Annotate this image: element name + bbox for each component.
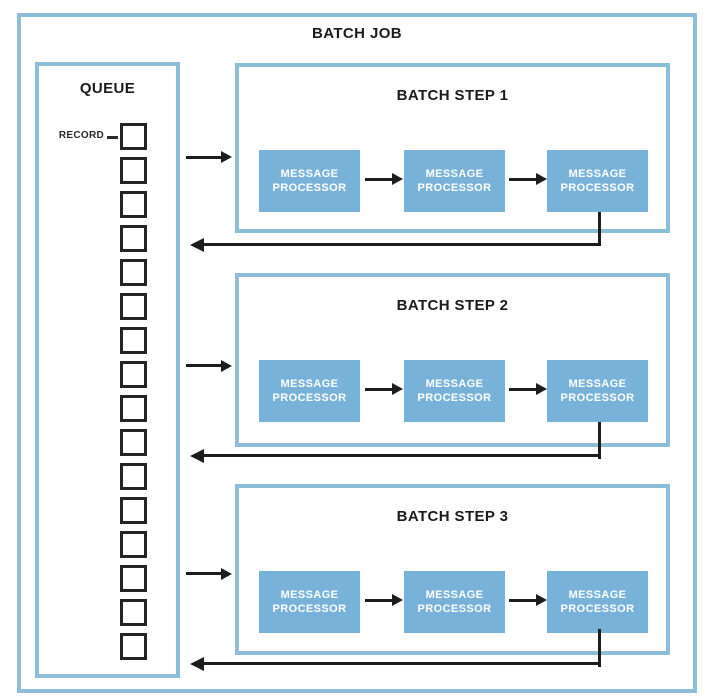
- queue-record: [120, 225, 147, 252]
- processor-arrow-head-icon: [392, 594, 403, 606]
- processor-arrow-line: [365, 178, 392, 181]
- queue-to-step1-arrow-head-icon: [221, 151, 232, 163]
- queue-record: [120, 463, 147, 490]
- message-processor: MESSAGE PROCESSOR: [404, 360, 505, 422]
- batch-step-1-title: BATCH STEP 1: [396, 87, 509, 104]
- processor-arrow-line: [509, 388, 536, 391]
- step2-return-arrow-head-icon: [190, 449, 204, 463]
- queue-record: [120, 497, 147, 524]
- step3-return-arrow-head-icon: [190, 657, 204, 671]
- batch-step-1-box: BATCH STEP 1 MESSAGE PROCESSOR MESSAGE P…: [235, 63, 670, 233]
- step3-return-line-vertical: [598, 629, 601, 667]
- message-processor: MESSAGE PROCESSOR: [259, 360, 360, 422]
- queue-record: [120, 429, 147, 456]
- queue-to-step2-arrow-head-icon: [221, 360, 232, 372]
- queue-record: [120, 157, 147, 184]
- processor-arrow-line: [509, 178, 536, 181]
- message-processor: MESSAGE PROCESSOR: [547, 360, 648, 422]
- batch-step-3-box: BATCH STEP 3 MESSAGE PROCESSOR MESSAGE P…: [235, 484, 670, 655]
- processor-arrow-line: [365, 599, 392, 602]
- queue-to-step2-arrow-line: [186, 364, 221, 367]
- queue-record: [120, 395, 147, 422]
- message-processor: MESSAGE PROCESSOR: [259, 571, 360, 633]
- step1-return-line-horizontal: [204, 243, 601, 246]
- queue-record: [120, 633, 147, 660]
- queue-to-step1-arrow-line: [186, 156, 221, 159]
- step2-return-line-horizontal: [204, 454, 601, 457]
- message-processor: MESSAGE PROCESSOR: [547, 571, 648, 633]
- queue-record: [120, 191, 147, 218]
- record-callout-line: [107, 136, 118, 139]
- step2-return-line-vertical: [598, 422, 601, 459]
- processor-arrow-head-icon: [392, 383, 403, 395]
- processor-arrow-line: [365, 388, 392, 391]
- processor-arrow-head-icon: [536, 594, 547, 606]
- message-processor: MESSAGE PROCESSOR: [547, 150, 648, 212]
- message-processor: MESSAGE PROCESSOR: [404, 571, 505, 633]
- step3-return-line-horizontal: [204, 662, 601, 665]
- queue-to-step3-arrow-head-icon: [221, 568, 232, 580]
- queue-record: [120, 531, 147, 558]
- queue-records: [120, 123, 147, 660]
- queue-record: [120, 599, 147, 626]
- queue-record: [120, 361, 147, 388]
- queue-to-step3-arrow-line: [186, 572, 221, 575]
- queue-record: [120, 123, 147, 150]
- processor-arrow-head-icon: [536, 383, 547, 395]
- message-processor: MESSAGE PROCESSOR: [259, 150, 360, 212]
- queue-record: [120, 327, 147, 354]
- message-processor: MESSAGE PROCESSOR: [404, 150, 505, 212]
- batch-step-3-title: BATCH STEP 3: [396, 508, 509, 525]
- queue-box: [35, 62, 180, 678]
- batch-job-title: BATCH JOB: [312, 25, 402, 42]
- step1-return-line-vertical: [598, 212, 601, 246]
- queue-record: [120, 293, 147, 320]
- batch-step-2-box: BATCH STEP 2 MESSAGE PROCESSOR MESSAGE P…: [235, 273, 670, 447]
- record-label: RECORD: [58, 130, 104, 141]
- queue-record: [120, 259, 147, 286]
- processor-arrow-line: [509, 599, 536, 602]
- batch-step-2-title: BATCH STEP 2: [396, 297, 509, 314]
- queue-title: QUEUE: [79, 80, 136, 97]
- processor-arrow-head-icon: [536, 173, 547, 185]
- queue-record: [120, 565, 147, 592]
- processor-arrow-head-icon: [392, 173, 403, 185]
- step1-return-arrow-head-icon: [190, 238, 204, 252]
